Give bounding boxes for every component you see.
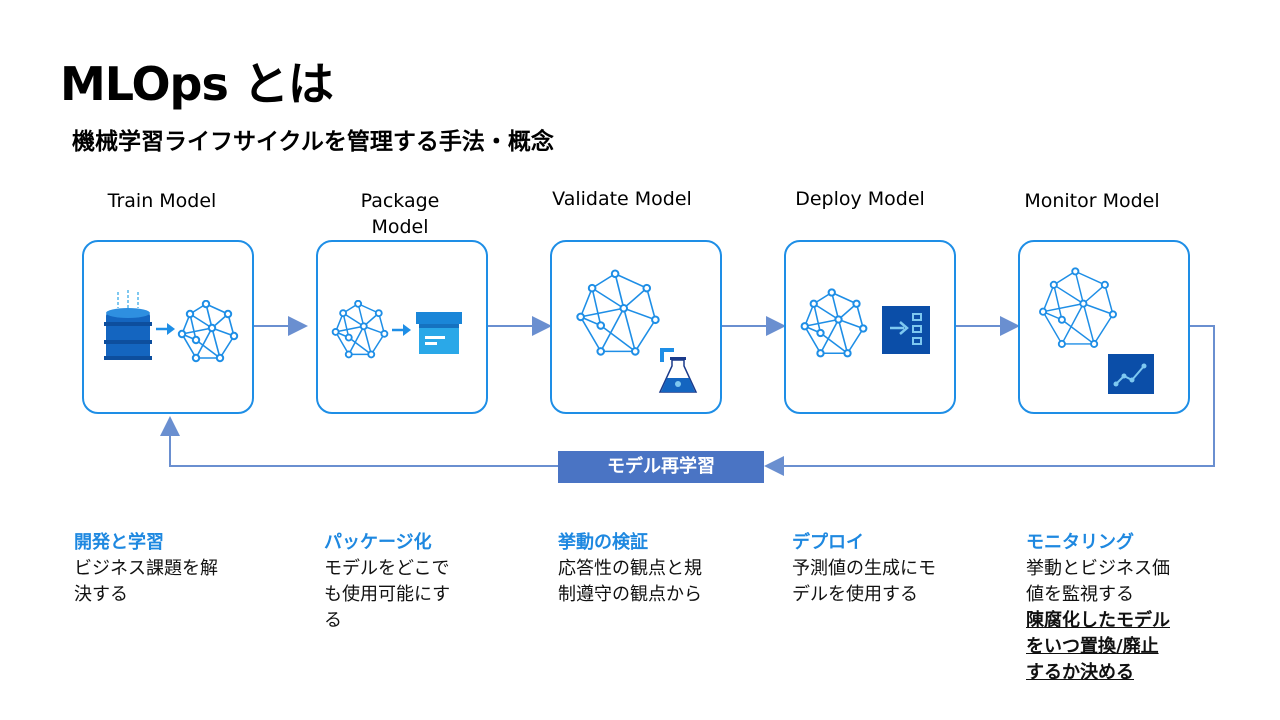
desc-emphasis: 陳腐化したモデル をいつ置換/廃止 するか決める <box>1026 610 1170 683</box>
desc-deploy: デプロイ 予測値の生成にモ デルを使用する <box>792 530 972 608</box>
desc-monitor: モニタリング 挙動とビジネス価 値を監視する 陳腐化したモデル をいつ置換/廃止… <box>1026 530 1206 686</box>
stage-label-deploy: Deploy Model <box>795 188 925 210</box>
deploy-icon <box>882 306 930 354</box>
desc-body: 応答性の観点と規 制遵守の観点から <box>558 558 702 605</box>
desc-package: パッケージ化 モデルをどこで も使用可能にす る <box>324 530 504 634</box>
desc-heading: 挙動の検証 <box>558 532 648 553</box>
page-title: MLOps とは <box>60 57 334 111</box>
neural-network-icon <box>331 300 389 359</box>
desc-body: 予測値の生成にモ デルを使用する <box>792 558 936 605</box>
stage-box-deploy <box>784 240 956 414</box>
stage-label-validate: Validate Model <box>552 188 692 210</box>
retrain-loop-left <box>160 416 558 467</box>
arrow-right-icon <box>156 323 175 335</box>
desc-train: 開発と学習 ビジネス課題を解 決する <box>74 530 254 608</box>
neural-network-icon <box>177 300 239 363</box>
desc-validate: 挙動の検証 応答性の観点と規 制遵守の観点から <box>558 530 748 608</box>
stage-box-validate <box>550 240 722 414</box>
desc-heading: モニタリング <box>1026 532 1134 553</box>
page-subtitle: 機械学習ライフサイクルを管理する手法・概念 <box>72 129 554 155</box>
stage-label-monitor: Monitor Model <box>1024 190 1160 212</box>
database-icon <box>104 290 152 360</box>
desc-body: 挙動とビジネス価 値を監視する <box>1026 558 1170 605</box>
lab-flask-icon <box>658 348 698 393</box>
package-box-icon <box>416 312 462 354</box>
stage-box-package <box>316 240 488 414</box>
desc-heading: 開発と学習 <box>74 532 164 553</box>
neural-network-icon <box>800 288 868 358</box>
neural-network-icon <box>576 269 660 356</box>
stage-box-train <box>82 240 254 414</box>
desc-heading: パッケージ化 <box>324 532 432 553</box>
retrain-loop-right <box>764 325 1215 476</box>
stage-box-monitor <box>1018 240 1190 414</box>
arrow-right-icon <box>392 324 411 336</box>
stage-label-train: Train Model <box>107 190 217 212</box>
stage-label-package: Package Model <box>360 190 440 238</box>
neural-network-icon <box>1039 267 1117 348</box>
desc-body: モデルをどこで も使用可能にす る <box>324 558 451 631</box>
desc-heading: デプロイ <box>792 532 864 553</box>
monitor-chart-icon <box>1108 354 1154 394</box>
retrain-badge: モデル再学習 <box>558 451 764 483</box>
desc-body: ビジネス課題を解 決する <box>74 558 218 605</box>
